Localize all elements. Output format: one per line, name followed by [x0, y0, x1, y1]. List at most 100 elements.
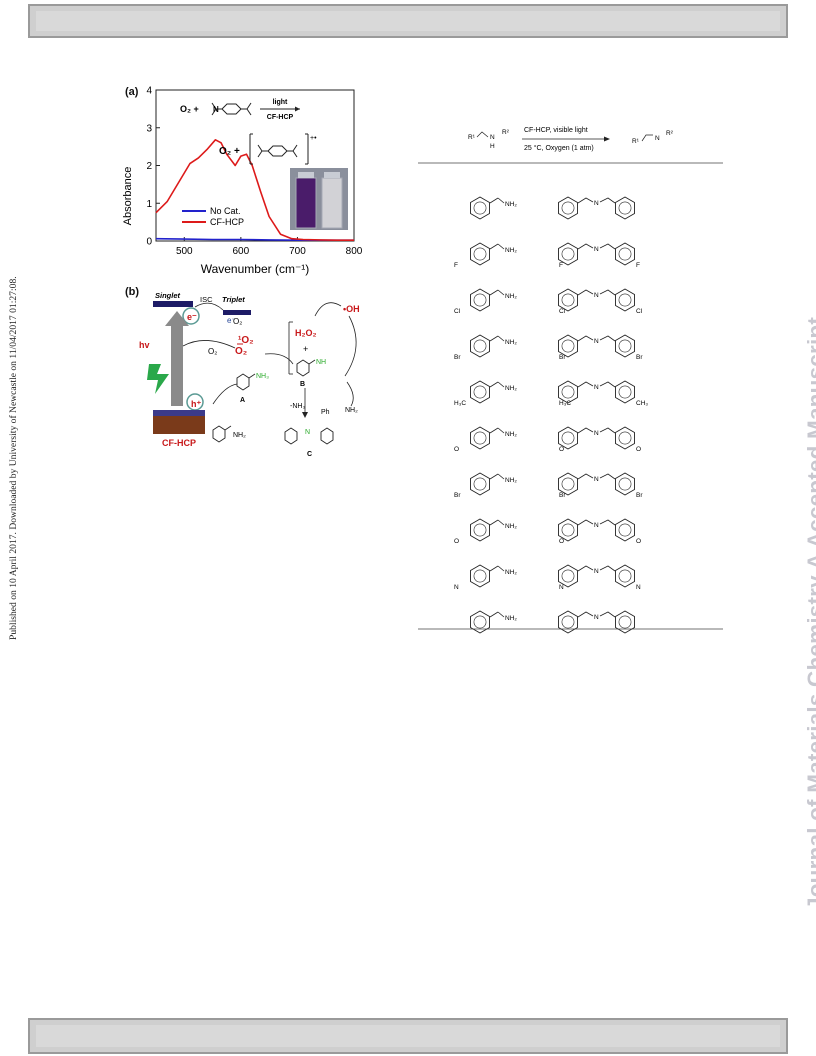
- imine-substituent-left: O: [559, 538, 564, 545]
- imine-chain-left: [577, 611, 594, 618]
- amine-ring-icon-aromatic: [473, 569, 487, 583]
- amine-label: NH₂: [505, 569, 517, 576]
- ch2-bond: [489, 565, 499, 572]
- imine-substituent-right: O: [636, 538, 641, 545]
- n-plus: N: [305, 429, 310, 436]
- amine-ring-icon: [470, 472, 490, 496]
- cn-bond: [497, 611, 505, 618]
- substituent-label: H₃C: [454, 400, 466, 407]
- tmpd-radical-icon: [249, 133, 309, 165]
- imine-ring-left-icon-aromatic: [561, 523, 575, 537]
- x-tick-label: 700: [289, 246, 306, 257]
- nh-plus: NH: [316, 359, 326, 366]
- imine-substituent-right: Br: [636, 492, 643, 499]
- imine-ring-left-icon: [558, 426, 578, 450]
- cap-right: [324, 172, 340, 178]
- imine-substituent-right: F: [636, 262, 640, 269]
- substituent-label: Br: [454, 492, 461, 499]
- imine-chain-left: [577, 565, 594, 572]
- header-r2-right: R²: [666, 130, 674, 137]
- substituent-label: O: [454, 446, 459, 453]
- amine-label: NH₂: [505, 523, 517, 530]
- imine-ring-right-icon: [615, 426, 635, 450]
- imine-ring-right-icon: [615, 610, 635, 634]
- amine-ring-icon: [470, 610, 490, 634]
- cn-bond: [497, 473, 505, 480]
- oh-label: •OH: [343, 304, 360, 314]
- ch2-bond: [489, 611, 499, 618]
- imine-n: N: [594, 384, 599, 391]
- amine-label: NH₂: [505, 247, 517, 254]
- excitation-arrowhead: [165, 311, 189, 326]
- imine-ring-left-icon-aromatic: [561, 431, 575, 445]
- imine-ring-right-icon-aromatic: [618, 293, 632, 307]
- scheme-arrow-top: light: [273, 99, 288, 106]
- amine-label: NH₂: [505, 477, 517, 484]
- imine-substituent-right: O: [636, 446, 641, 453]
- x-tick-label: 500: [176, 246, 193, 257]
- imine-ring-right-icon: [615, 564, 635, 588]
- imine-ring-right-icon: [615, 288, 635, 312]
- imine-ring-right-icon-aromatic: [618, 201, 632, 215]
- substituent-label: O: [454, 538, 459, 545]
- substituent-label: F: [454, 262, 458, 269]
- imine-ring-right-icon: [615, 196, 635, 220]
- journal-watermark: Journal of Materials Chemistry A Accepte…: [803, 316, 816, 910]
- header-n-right: N: [655, 135, 660, 142]
- y-tick-label: 3: [146, 123, 152, 134]
- substituent-label: Cl: [454, 308, 461, 315]
- imine-chain-right: [599, 289, 616, 296]
- imine-chain-left: [577, 519, 594, 526]
- imine-ring-left-icon-aromatic: [561, 201, 575, 215]
- imine-ring-left-icon-aromatic: [561, 247, 575, 261]
- amine-ring-icon: [470, 518, 490, 542]
- cuvette-photo: [290, 168, 348, 230]
- condition-bottom: 25 °C, Oxygen (1 atm): [524, 144, 594, 152]
- imine-n: N: [594, 246, 599, 253]
- imine-ring-left-icon: [558, 334, 578, 358]
- amine-ring-icon: [470, 334, 490, 358]
- cn-bond: [497, 381, 505, 388]
- amine-ring-icon: [470, 288, 490, 312]
- oh-arrow: [314, 302, 342, 317]
- amine-ring-icon-aromatic: [473, 247, 487, 261]
- imine-chain-left: [577, 243, 594, 250]
- h2o2-label: H₂O₂: [295, 328, 317, 338]
- series-line-cf-hcp: [155, 138, 354, 241]
- substituent-label: Br: [454, 354, 461, 361]
- substrate-table: R¹ N R² H CF-HCP, visible light 25 °C, O…: [418, 127, 723, 634]
- imine-chain-left: [577, 473, 594, 480]
- imine-ring-right-icon: [615, 334, 635, 358]
- imine-chain-right: [599, 519, 616, 526]
- cn-bond: [497, 335, 505, 342]
- singlet-label: Singlet: [155, 291, 181, 300]
- imine-chain-left: [577, 427, 594, 434]
- imine-n: N: [594, 200, 599, 207]
- imine-ring-right-icon-aromatic: [618, 339, 632, 353]
- header-h-left: H: [490, 143, 495, 150]
- ph-arrow: [346, 381, 354, 407]
- imine-chain-right: [599, 335, 616, 342]
- cap-left: [298, 172, 314, 178]
- imine-chain-right: [599, 565, 616, 572]
- x-axis-label: Wavenumber (cm⁻¹): [201, 262, 310, 276]
- imine-ring-left-icon: [558, 472, 578, 496]
- imine-substituent-left: H₃C: [559, 400, 571, 407]
- imine-substituent-left: Br: [559, 354, 566, 361]
- scheme-reactant: O₂ +: [180, 104, 199, 114]
- imine-n: N: [594, 614, 599, 621]
- y-tick-label: 4: [146, 86, 152, 97]
- imine-chain-right: [599, 197, 616, 204]
- imine-ring-right-icon: [615, 472, 635, 496]
- imine-ring-left-icon-aromatic: [561, 569, 575, 583]
- imine-ring-left-icon-aromatic: [561, 339, 575, 353]
- ring-c2-icon: [320, 427, 334, 445]
- imine-ring-right-icon: [615, 242, 635, 266]
- amine-label: NH₂: [505, 201, 517, 208]
- imine-ring-right-icon: [615, 518, 635, 542]
